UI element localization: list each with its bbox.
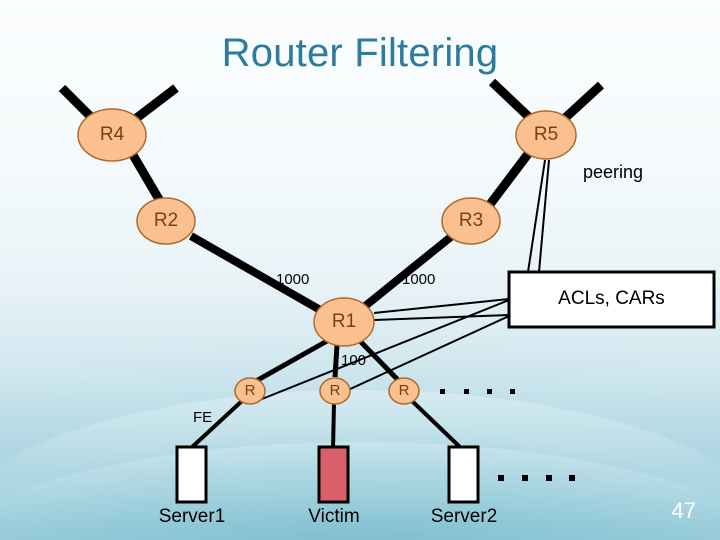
link-label-100: 100 xyxy=(341,352,367,369)
pointer-to-ra xyxy=(261,299,510,400)
dot-hosts-3 xyxy=(546,475,552,481)
link-r3-r1 xyxy=(361,232,455,311)
router-node-r5 xyxy=(515,110,577,160)
callout-box xyxy=(507,270,716,329)
link-label-right-1000: 1000 xyxy=(402,271,436,288)
dot-routers-1 xyxy=(440,389,445,394)
dot-routers-4 xyxy=(510,389,515,394)
link-r2-r1 xyxy=(189,232,324,315)
link-r4-up-right xyxy=(131,84,179,124)
backbone-links xyxy=(58,78,605,451)
router-node-rb xyxy=(319,377,351,405)
router-nodes xyxy=(77,108,577,405)
host-label-victim: Victim xyxy=(308,506,360,527)
host-server1 xyxy=(175,445,208,504)
link-r1-ra xyxy=(254,338,329,384)
host-label-server2: Server2 xyxy=(430,506,498,527)
page-number: 47 xyxy=(671,498,696,523)
pointer-to-r5-right xyxy=(538,159,550,273)
link-r5-up-left xyxy=(488,78,534,122)
pointer-to-r1-lower xyxy=(373,314,510,321)
callout-label-acls-cars: ACLs, CARs xyxy=(558,288,665,309)
link-r1-rb xyxy=(332,344,340,378)
link-rc-server2 xyxy=(409,398,464,451)
link-ra-server1 xyxy=(188,398,245,451)
dot-routers-2 xyxy=(464,389,469,394)
dot-hosts-1 xyxy=(498,475,504,481)
host-victim xyxy=(317,445,350,504)
callout-pointer-lines xyxy=(261,159,550,400)
router-node-r1 xyxy=(313,297,375,347)
link-rb-victim xyxy=(331,402,336,450)
host-server2 xyxy=(447,445,480,504)
pointer-to-rb xyxy=(347,315,510,391)
router-node-r4 xyxy=(77,108,147,162)
host-label-server1: Server1 xyxy=(158,506,226,527)
link-label-fe: FE xyxy=(193,409,213,426)
link-r4-up-left xyxy=(58,84,96,122)
slide-title: Router Filtering xyxy=(221,31,499,75)
link-label-left-1000: 1000 xyxy=(276,271,310,288)
router-node-rc xyxy=(388,377,420,405)
pointer-to-r1-upper xyxy=(373,298,510,314)
link-r5-up-right xyxy=(560,81,605,123)
router-node-r2 xyxy=(136,197,196,245)
dot-hosts-4 xyxy=(569,475,575,481)
link-r4-r2 xyxy=(129,152,164,204)
router-node-r3 xyxy=(441,197,501,245)
link-r5-r3 xyxy=(484,151,532,210)
peering-label: peering xyxy=(583,162,644,182)
link-r1-rc xyxy=(358,339,400,382)
router-node-ra xyxy=(234,377,266,405)
pointer-to-r5-left xyxy=(527,159,546,273)
ellipsis-dots xyxy=(440,389,575,481)
dot-routers-3 xyxy=(487,389,492,394)
host-boxes xyxy=(175,445,480,504)
dot-hosts-2 xyxy=(522,475,528,481)
